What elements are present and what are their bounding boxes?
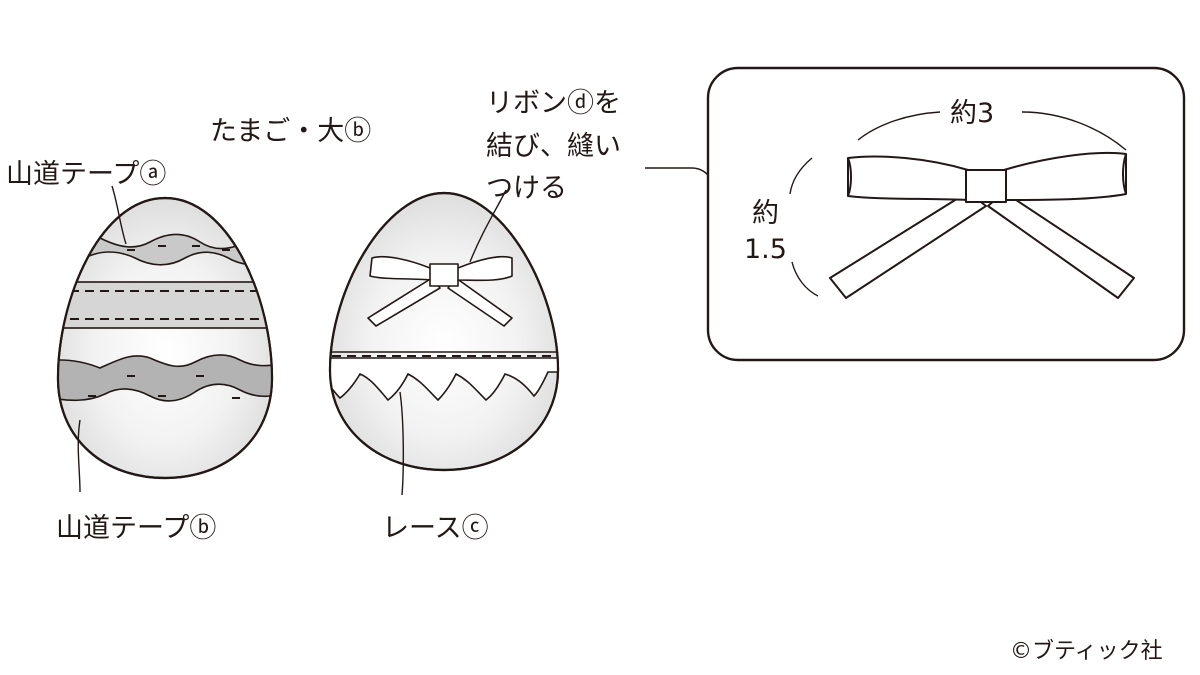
label-height-2: 1.5 <box>744 234 787 265</box>
tape-a-wave <box>58 230 272 266</box>
lace-band <box>330 357 558 402</box>
width-dimension-right <box>1021 111 1127 151</box>
label-width: 約3 <box>950 98 994 129</box>
tape-b-stitches <box>88 375 240 399</box>
label-ribbon-line2: 結び、縫い <box>486 131 621 162</box>
height-dimension-bottom <box>791 261 819 297</box>
label-tape-b: 山道テープⓑ <box>56 513 216 544</box>
height-dimension-top <box>789 157 813 195</box>
leader-tape-b <box>77 419 81 493</box>
middle-band <box>58 281 272 329</box>
leader-tape-a <box>111 185 127 245</box>
leader-lace <box>399 391 404 496</box>
small-bow <box>367 255 513 327</box>
label-lace: レースⓒ <box>382 513 489 544</box>
egg-large <box>56 185 274 493</box>
egg-ribbon-shape <box>328 191 560 472</box>
copyright: ©ブティック社 <box>1010 639 1163 664</box>
tape-a-stitches <box>127 245 230 251</box>
label-ribbon-line1: リボンⓓを <box>486 88 621 119</box>
tape-b-wave <box>58 354 272 402</box>
egg-ribbon <box>328 189 560 496</box>
bow-detail-panel <box>645 66 1186 362</box>
leader-detail <box>645 167 713 181</box>
large-bow <box>829 151 1135 299</box>
width-dimension-left <box>857 111 941 141</box>
label-egg-large: たまご・大ⓑ <box>210 116 371 147</box>
label-tape-a: 山道テープⓐ <box>6 159 166 190</box>
label-ribbon-line3: つける <box>486 173 567 204</box>
leader-ribbon <box>469 189 507 263</box>
label-height-1: 約 <box>752 198 779 229</box>
